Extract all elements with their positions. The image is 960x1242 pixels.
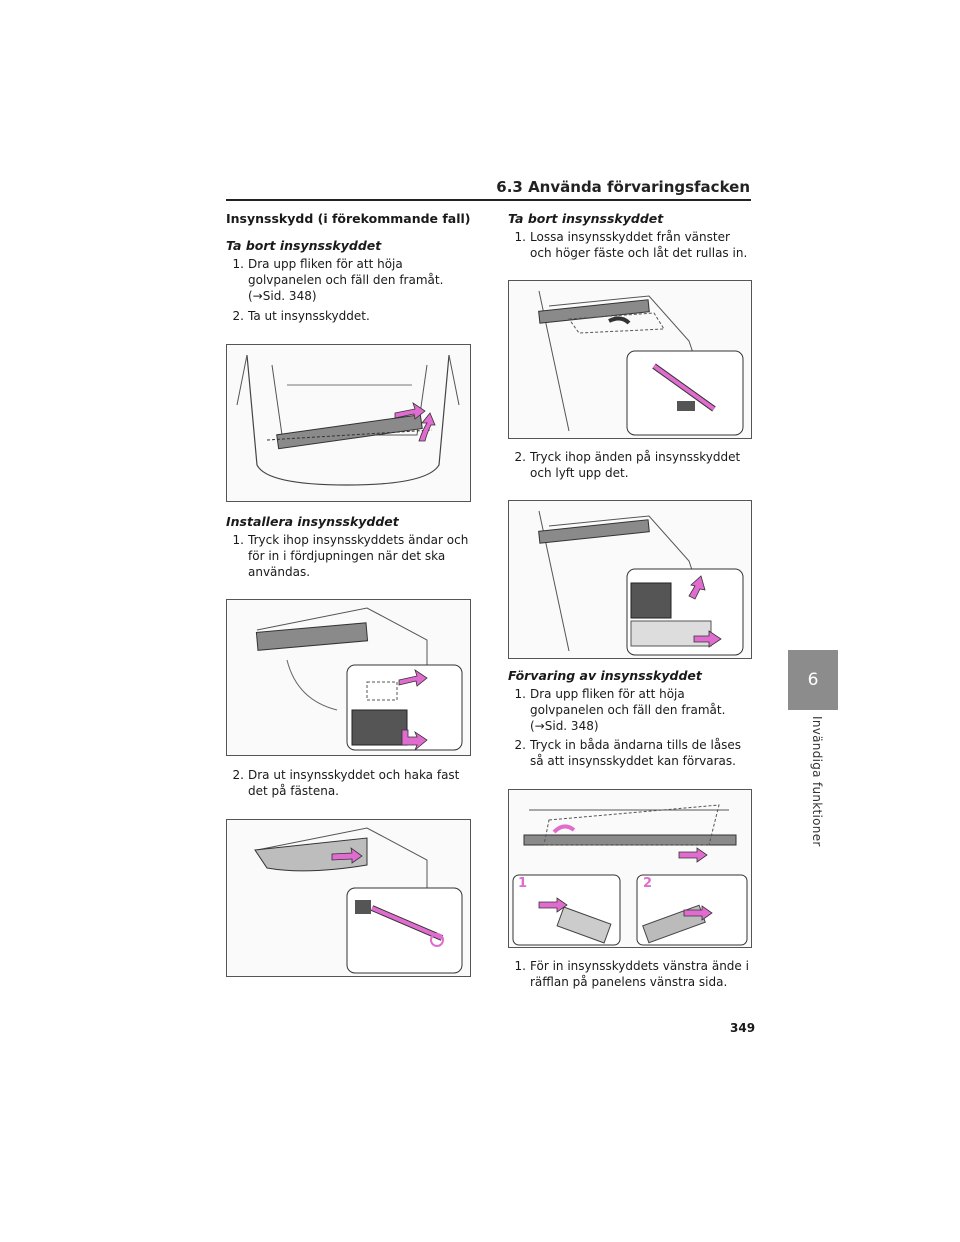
figure-label-1: 1 xyxy=(518,876,528,891)
subheading-remove: Ta bort insynsskyddet xyxy=(508,211,664,226)
step-item: 2. Dra ut insynsskyddet och haka fast de… xyxy=(226,767,471,799)
step-item: 2. Tryck in båda ändarna tills de låses … xyxy=(508,737,753,769)
step-text: För in insynsskyddets vänstra ände i räf… xyxy=(530,959,749,989)
step-number: 2. xyxy=(514,450,526,464)
step-text: Dra upp fliken för att höja golvpanelen … xyxy=(530,687,726,733)
step-text: Tryck ihop insynsskyddets ändar och för … xyxy=(248,533,469,579)
step-number: 1. xyxy=(514,230,526,244)
illustration-store-cover xyxy=(508,789,752,948)
step-text: Tryck ihop änden på insynsskyddet och ly… xyxy=(530,450,741,480)
section-title: Insynsskydd (i förekommande fall) xyxy=(226,211,471,226)
step-number: 2. xyxy=(232,768,244,782)
step-text: Dra upp fliken för att höja golvpanelen … xyxy=(248,257,444,303)
figure-label-2: 2 xyxy=(643,876,653,891)
illustration-lift-cover xyxy=(508,500,752,659)
step-number: 1. xyxy=(232,257,244,271)
step-item: 2. Ta ut insynsskyddet. xyxy=(226,308,471,324)
header-divider xyxy=(226,199,751,201)
step-number: 2. xyxy=(514,738,526,752)
chapter-label: Invändiga funktioner xyxy=(810,716,824,847)
step-item: 1. Tryck ihop insynsskyddets ändar och f… xyxy=(226,532,471,580)
step-item: 2. Tryck ihop änden på insynsskyddet och… xyxy=(508,449,753,481)
step-number: 1. xyxy=(514,687,526,701)
chapter-tab: 6 xyxy=(788,650,838,710)
illustration-install-cover xyxy=(226,599,471,756)
illustration-release-cover xyxy=(508,280,752,439)
step-text: Dra ut insynsskyddet och haka fast det p… xyxy=(248,768,460,798)
step-number: 1. xyxy=(232,533,244,547)
step-number: 2. xyxy=(232,309,244,323)
step-number: 1. xyxy=(514,959,526,973)
page-number: 349 xyxy=(730,1021,756,1035)
subheading-remove: Ta bort insynsskyddet xyxy=(226,238,382,253)
step-item: 1. Lossa insynsskyddet från vänster och … xyxy=(508,229,753,261)
step-item: 1. För in insynsskyddets vänstra ände i … xyxy=(508,958,753,990)
illustration-remove-cover xyxy=(226,344,471,502)
step-item: 1. Dra upp fliken för att höja golvpanel… xyxy=(226,256,471,304)
step-text: Ta ut insynsskyddet. xyxy=(248,309,370,323)
section-header: 6.3 Använda förvaringsfacken xyxy=(496,178,750,196)
step-text: Lossa insynsskyddet från vänster och hög… xyxy=(530,230,748,260)
step-item: 1. Dra upp fliken för att höja golvpanel… xyxy=(508,686,753,734)
subheading-storage: Förvaring av insynsskyddet xyxy=(508,668,702,683)
subheading-install: Installera insynsskyddet xyxy=(226,514,399,529)
step-text: Tryck in båda ändarna tills de låses så … xyxy=(530,738,742,768)
illustration-hook-cover xyxy=(226,819,471,977)
